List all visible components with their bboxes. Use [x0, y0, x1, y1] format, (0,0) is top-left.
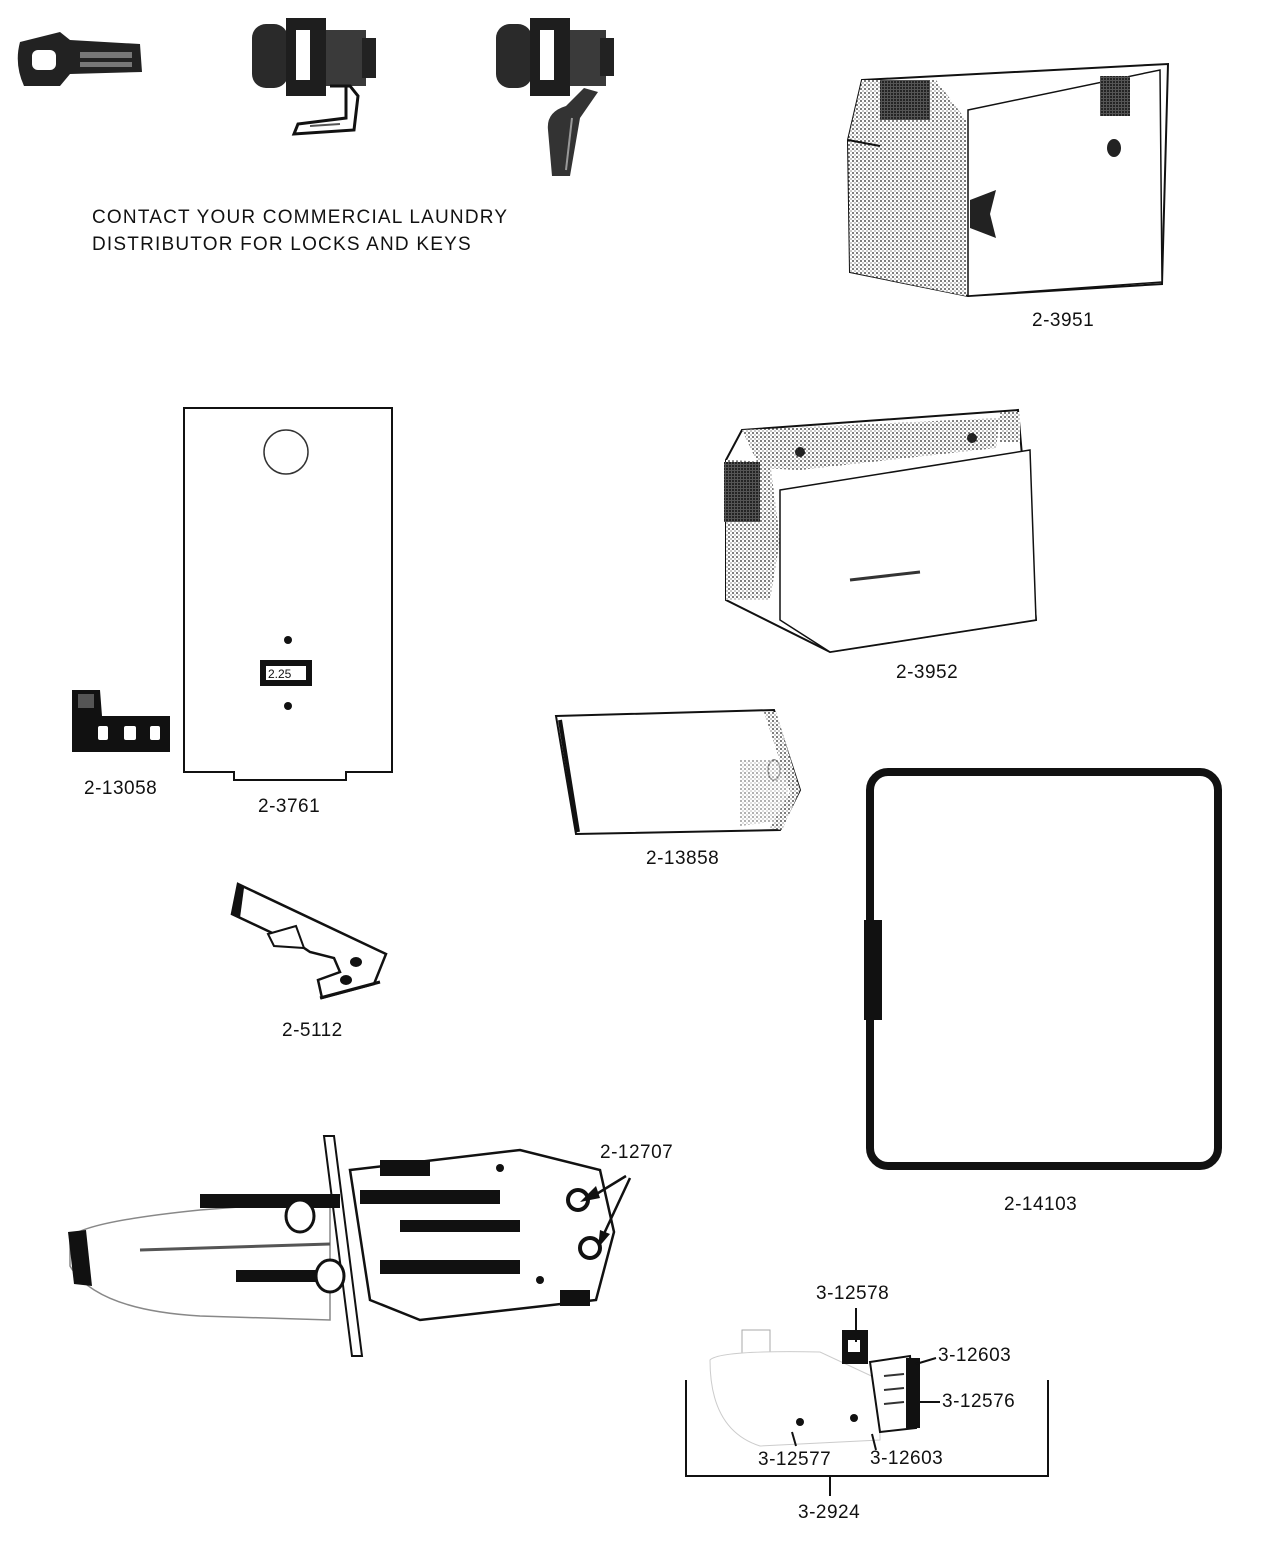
gasket-2-14103-illustration	[864, 768, 1222, 1170]
label-2-5112: 2-5112	[282, 1020, 343, 1041]
label-2-13058: 2-13058	[84, 778, 158, 799]
label-2-3952: 2-3952	[896, 662, 959, 683]
label-3-12603-bottom: 3-12603	[870, 1448, 944, 1469]
label-3-12578: 3-12578	[816, 1283, 890, 1304]
label-3-2924: 3-2924	[798, 1502, 861, 1523]
label-2-13858: 2-13858	[646, 848, 720, 869]
note-line-2: DISTRIBUTOR FOR LOCKS AND KEYS	[92, 234, 472, 255]
front-panel-2-3761-illustration: 2.25	[183, 407, 393, 781]
label-3-12576: 3-12576	[942, 1391, 1016, 1412]
coin-box-2-3951-illustration	[846, 62, 1170, 298]
label-3-12577: 3-12577	[758, 1449, 832, 1470]
coin-acceptor-3-2924-illustration	[685, 1329, 1049, 1496]
lock-long-cam-illustration	[496, 18, 614, 176]
leader-lines-2-12707	[580, 1174, 632, 1248]
key-illustration	[17, 32, 142, 86]
label-2-14103: 2-14103	[1004, 1194, 1078, 1215]
bracket-2-5112-illustration	[230, 882, 388, 1000]
coin-slide-assembly-illustration	[68, 1135, 616, 1357]
lock-flat-cam-illustration	[252, 18, 376, 136]
plate-2-13858-illustration	[554, 708, 802, 836]
bracket-2-13058-illustration	[72, 690, 170, 752]
label-3-12603-top: 3-12603	[938, 1345, 1012, 1366]
note-line-1: CONTACT YOUR COMMERCIAL LAUNDRY	[92, 207, 509, 228]
label-2-3951: 2-3951	[1032, 310, 1095, 331]
label-2-12707: 2-12707	[600, 1142, 674, 1163]
locks-keys-note: CONTACT YOUR COMMERCIAL LAUNDRY DISTRIBU…	[92, 204, 508, 258]
coin-box-2-3952-illustration	[724, 408, 1038, 654]
leader-lines-3-2924	[791, 1308, 940, 1451]
label-2-3761: 2-3761	[258, 796, 321, 817]
svg-text:2.25: 2.25	[268, 667, 292, 681]
